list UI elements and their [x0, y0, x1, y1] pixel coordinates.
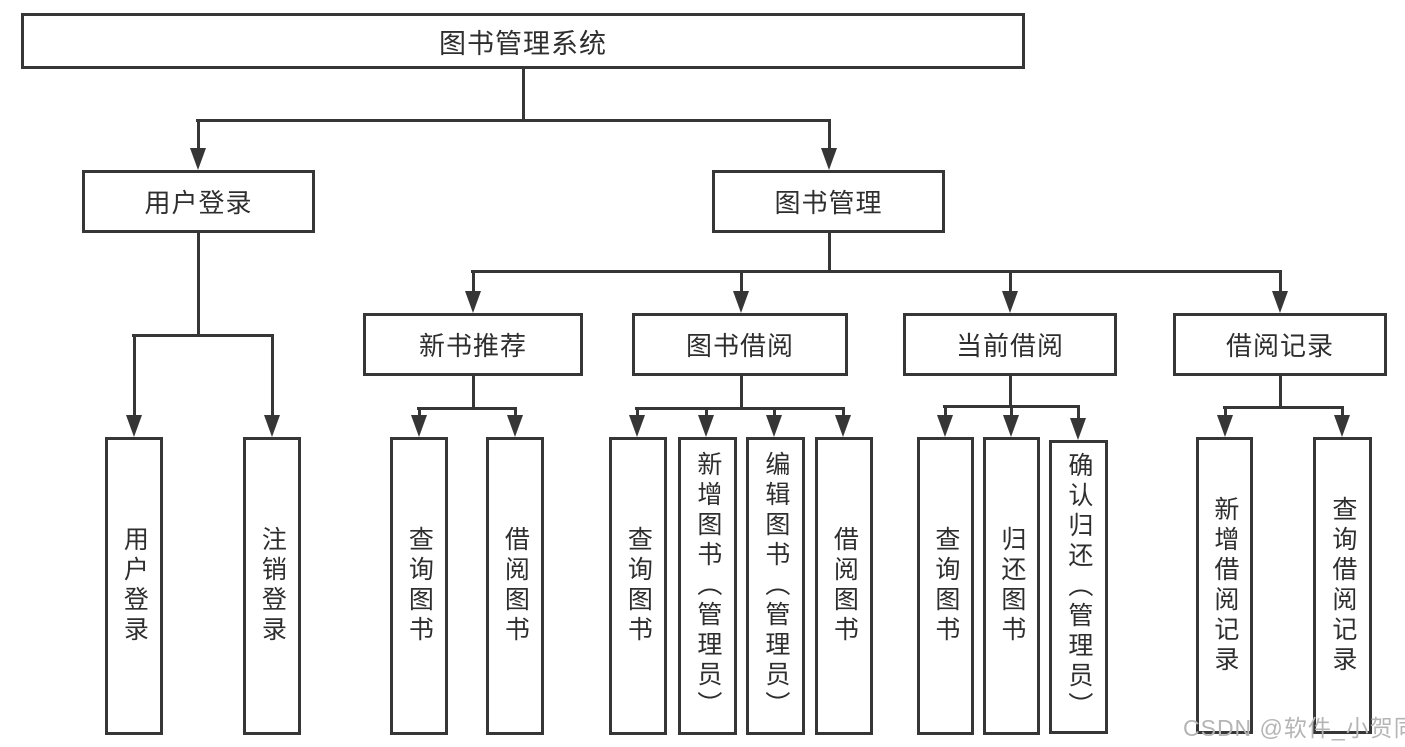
connector-line [1341, 407, 1344, 419]
connector-line [636, 408, 639, 419]
connector-line [944, 406, 947, 419]
connector-line [740, 271, 743, 295]
connector-line [705, 408, 708, 419]
node-library-management-system: 图书管理系统 [21, 13, 1025, 69]
node-label: 编辑图书（管理员） [761, 451, 790, 721]
connector-line [1224, 407, 1227, 419]
node-book-management: 图书管理 [712, 170, 945, 233]
connector-line [471, 270, 1282, 273]
node-recommend-borrow-books: 借阅图书 [486, 437, 544, 735]
node-label: 借阅图书 [830, 526, 859, 646]
node-borrowing-borrow-books: 借阅图书 [815, 437, 873, 735]
arrow-down-icon [190, 148, 206, 170]
node-label: 注销登录 [258, 526, 287, 646]
connector-line [522, 69, 525, 121]
connector-line [132, 334, 274, 337]
connector-line [773, 408, 776, 419]
node-book-borrowing: 图书借阅 [632, 313, 848, 376]
arrow-down-icon [733, 291, 749, 313]
arrow-down-icon [698, 415, 714, 437]
arrow-down-icon [1070, 418, 1086, 440]
arrow-down-icon [1272, 291, 1288, 313]
connector-line [417, 407, 517, 410]
arrow-down-icon [1334, 415, 1350, 437]
connector-line [1009, 376, 1012, 407]
connector-line [828, 120, 831, 152]
node-borrow-records: 借阅记录 [1173, 313, 1387, 376]
node-current-query-books: 查询图书 [917, 437, 974, 735]
node-label: 查询图书 [624, 526, 653, 646]
connector-line [828, 233, 831, 272]
arrow-down-icon [937, 415, 953, 437]
node-borrowing-query-books: 查询图书 [609, 437, 667, 735]
arrow-down-icon [629, 415, 645, 437]
node-recommend-query-books: 查询图书 [390, 437, 448, 735]
csdn-watermark: CSDN @软件_小贺同学 [1183, 715, 1405, 741]
connector-line [514, 408, 517, 419]
connector-line [472, 376, 475, 409]
connector-line [1279, 271, 1282, 295]
connector-line [418, 408, 421, 419]
connector-line [133, 335, 136, 419]
connector-line [197, 120, 200, 152]
arrow-down-icon [835, 415, 851, 437]
node-login-action: 用户登录 [105, 437, 163, 735]
node-label: 新增借阅记录 [1210, 495, 1239, 676]
connector-line [1009, 271, 1012, 295]
arrow-down-icon [126, 415, 142, 437]
node-new-book-recommend: 新书推荐 [363, 313, 583, 376]
node-borrowing-add-books-admin: 新增图书（管理员） [678, 437, 737, 735]
arrow-down-icon [1003, 415, 1019, 437]
connector-line [472, 271, 475, 295]
node-user-login: 用户登录 [82, 170, 315, 233]
arrow-down-icon [1002, 291, 1018, 313]
arrow-down-icon [411, 415, 427, 437]
connector-line [1077, 406, 1080, 422]
node-label: 借阅图书 [501, 526, 530, 646]
arrow-down-icon [1217, 415, 1233, 437]
node-current-return-books: 归还图书 [983, 437, 1040, 735]
arrow-down-icon [507, 415, 523, 437]
connector-line [1223, 406, 1344, 409]
connector-line [635, 407, 845, 410]
connector-line [1279, 376, 1282, 408]
node-label: 用户登录 [120, 526, 149, 646]
node-label: 查询图书 [931, 526, 960, 646]
node-borrowing-edit-books-admin: 编辑图书（管理员） [746, 437, 805, 735]
connector-line [197, 233, 200, 336]
node-current-confirm-return-admin: 确认归还（管理员） [1049, 440, 1108, 734]
arrow-down-icon [821, 148, 837, 170]
connector-line [271, 335, 274, 419]
node-current-borrowing: 当前借阅 [903, 313, 1117, 376]
node-label: 归还图书 [997, 526, 1026, 646]
node-records-query-record: 查询借阅记录 [1313, 437, 1372, 734]
node-label: 确认归还（管理员） [1064, 452, 1093, 722]
connector-line [740, 376, 743, 409]
connector-line [196, 119, 831, 122]
connector-line [1010, 406, 1013, 419]
connector-line [842, 408, 845, 419]
node-label: 新增图书（管理员） [693, 451, 722, 721]
node-logout-action: 注销登录 [243, 437, 301, 735]
node-label: 查询图书 [405, 526, 434, 646]
arrow-down-icon [264, 415, 280, 437]
arrow-down-icon [766, 415, 782, 437]
node-label: 查询借阅记录 [1328, 495, 1357, 676]
node-records-add-record: 新增借阅记录 [1196, 437, 1253, 734]
arrow-down-icon [465, 291, 481, 313]
